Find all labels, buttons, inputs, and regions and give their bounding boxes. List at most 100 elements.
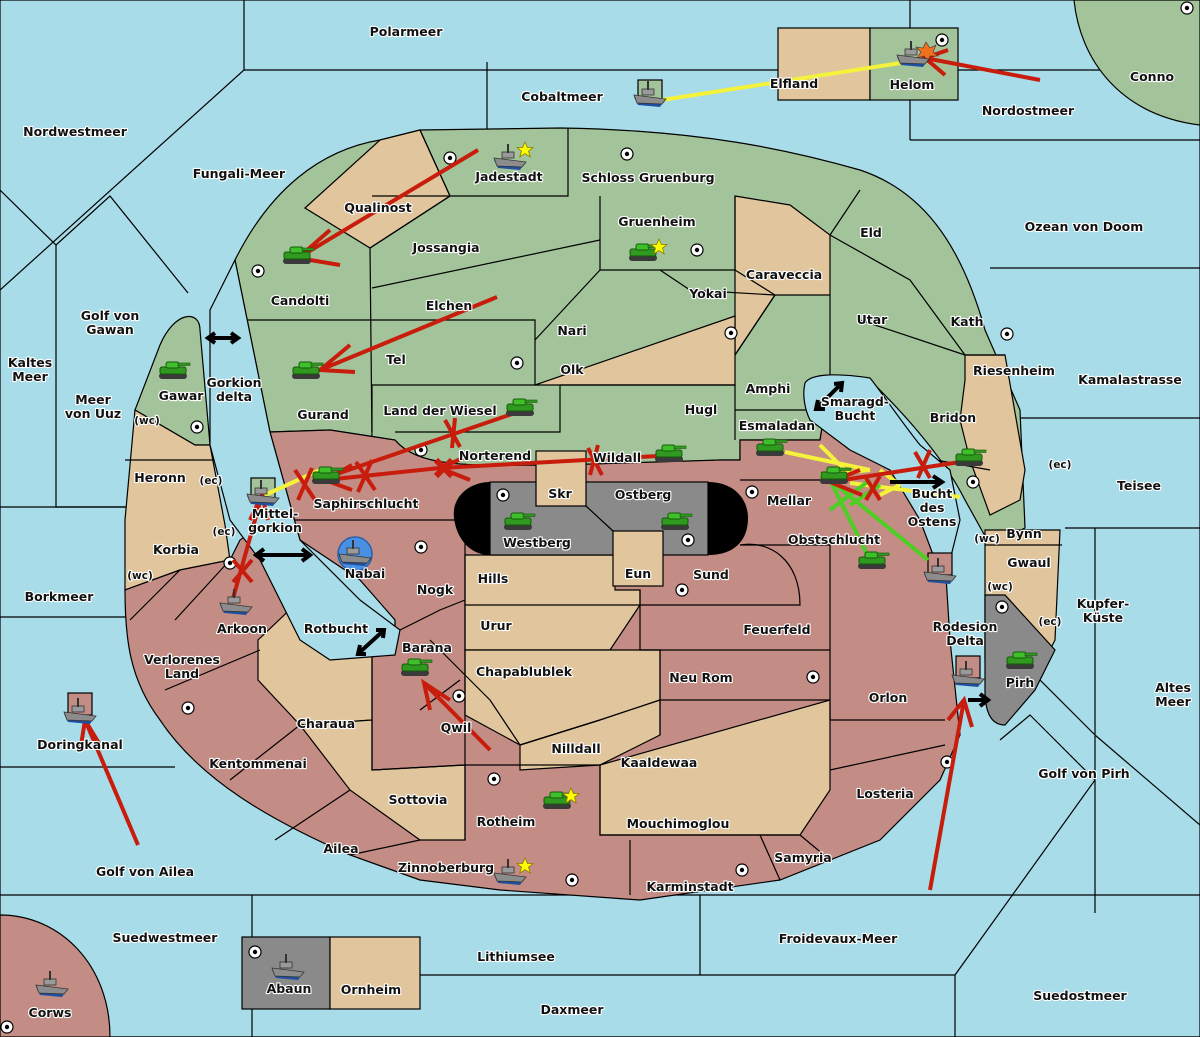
label-conno: Conno — [1130, 69, 1175, 84]
territory-riesenheim[interactable] — [959, 354, 1026, 516]
supply-center-icon — [181, 701, 195, 715]
label-korbia: Korbia — [153, 542, 199, 557]
territory-labels: PolarmeerCobaltmeerNordwestmeerFungali-M… — [7, 23, 1193, 1021]
supply-center-icon — [190, 420, 204, 434]
label-karminstadt: Karminstadt — [646, 879, 733, 894]
supply-center-icon — [565, 873, 579, 887]
supply-center-icon — [251, 264, 265, 278]
supply-center-icon — [735, 863, 749, 877]
label-corws: Corws — [29, 1005, 72, 1020]
label-skr: Skr — [548, 486, 572, 501]
label-bridon: Bridon — [930, 410, 976, 425]
label-nordostmeer: Nordostmeer — [982, 103, 1075, 118]
label-ornheim: Ornheim — [341, 982, 401, 997]
order-move-arrow — [324, 411, 516, 480]
label-kentommenai: Kentommenai — [209, 756, 307, 771]
label-borkmeer: Borkmeer — [25, 589, 95, 604]
order-convoy-line — [828, 478, 930, 562]
coast-tag: (ec) — [1039, 616, 1062, 628]
label-mouchimoglou: Mouchimoglou — [627, 816, 730, 831]
order-retreat-arrow — [968, 692, 992, 708]
order-failed-x — [231, 558, 254, 584]
supply-center-icon — [1000, 327, 1014, 341]
label-eld: Eld — [860, 225, 882, 240]
label-westberg: Westberg — [503, 535, 571, 550]
coast-tag: (ec) — [213, 526, 236, 538]
label-arkoon: Arkoon — [217, 621, 267, 636]
coast-tag: (wc) — [134, 415, 160, 427]
label-esmaladan: Esmaladan — [739, 418, 815, 433]
label-lithiumsee: Lithiumsee — [477, 949, 555, 964]
label-smaragd-bucht: Smaragd-Bucht — [821, 394, 889, 423]
territory-elfland[interactable] — [777, 27, 871, 101]
label-wildall: Wildall — [593, 450, 641, 465]
order-failed-x — [864, 474, 882, 502]
territory-conno[interactable] — [1073, 0, 1200, 126]
label-nabai: Nabai — [345, 566, 386, 581]
label-doringkanal: Doringkanal — [37, 737, 123, 752]
label-samyria: Samyria — [774, 850, 832, 865]
label-olk: Olk — [560, 362, 584, 377]
label-chapablublek: Chapablublek — [476, 664, 573, 679]
label-heronn: Heronn — [134, 470, 186, 485]
label-tel: Tel — [386, 352, 406, 367]
label-golf-von-pirh: Golf von Pirh — [1038, 766, 1129, 781]
order-failed-x — [913, 449, 932, 479]
coast-tag: (wc) — [974, 533, 1000, 545]
label-norterend: Norterend — [459, 448, 531, 463]
label-mellar: Mellar — [767, 493, 812, 508]
sea-gorkion-channel[interactable] — [209, 258, 401, 661]
label-losteria: Losteria — [856, 786, 913, 801]
label-gruenheim: Gruenheim — [618, 214, 695, 229]
coast-tag: (wc) — [127, 570, 153, 582]
label-zinnoberburg: Zinnoberburg — [398, 860, 494, 875]
territory-corws[interactable] — [0, 914, 111, 1037]
supply-center-icon — [248, 945, 262, 959]
label-jossangia: Jossangia — [411, 240, 479, 255]
label-gawar: Gawar — [159, 388, 205, 403]
label-ostberg: Ostberg — [615, 487, 672, 502]
label-qwil: Qwil — [441, 720, 472, 735]
order-move-arrow — [230, 489, 270, 603]
label-barana: Barana — [402, 640, 452, 655]
territory-ornheim[interactable] — [329, 936, 421, 1010]
label-nari: Nari — [557, 323, 586, 338]
order-failed-x — [443, 417, 462, 449]
label-fungali-meer: Fungali-Meer — [193, 166, 286, 181]
label-rotheim: Rotheim — [477, 814, 536, 829]
supply-center-icon — [620, 147, 634, 161]
supply-center-icon — [935, 33, 949, 47]
supply-center-icon — [995, 600, 1009, 614]
label-froidevaux-meer: Froidevaux-Meer — [779, 931, 898, 946]
order-move-arrow — [928, 695, 974, 891]
label-cobaltmeer: Cobaltmeer — [521, 89, 603, 104]
label-bynn: Bynn — [1006, 526, 1041, 541]
impassable-east — [708, 482, 748, 555]
order-move-arrow — [314, 295, 498, 374]
supply-center-icon — [806, 670, 820, 684]
label-land-der-wiesel: Land der Wiesel — [383, 403, 496, 418]
order-retreat-arrow — [813, 380, 845, 411]
label-amphi: Amphi — [746, 381, 791, 396]
label-urur: Urur — [480, 618, 512, 633]
impassable-west — [453, 482, 490, 555]
label-kath: Kath — [951, 314, 984, 329]
label-charaua: Charaua — [297, 716, 355, 731]
sea-smaragd-bucht[interactable] — [803, 374, 961, 582]
territory-eun[interactable] — [612, 530, 664, 587]
label-eun: Eun — [625, 566, 651, 581]
label-orlon: Orlon — [869, 690, 908, 705]
supply-center-icon — [510, 356, 524, 370]
label-pirh: Pirh — [1006, 675, 1035, 690]
order-support-line — [661, 58, 921, 102]
label-gwaul: Gwaul — [1007, 555, 1050, 570]
order-retreat-arrow — [252, 547, 314, 563]
label-nogk: Nogk — [417, 582, 454, 597]
label-teisee: Teisee — [1117, 478, 1161, 493]
